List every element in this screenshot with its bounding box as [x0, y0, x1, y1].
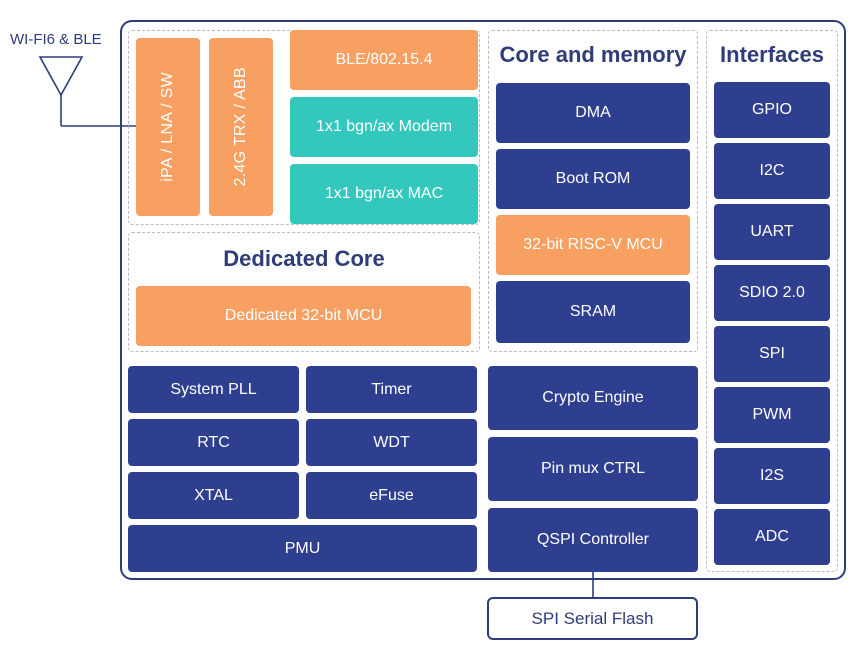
crypto-engine-block: Crypto Engine — [488, 366, 698, 430]
uart-block: UART — [714, 204, 830, 260]
front-end-block: iPA / LNA / SW — [136, 38, 200, 216]
timer-block: Timer — [306, 366, 477, 413]
adc-block: ADC — [714, 509, 830, 565]
gpio-block: GPIO — [714, 82, 830, 138]
pin-mux-block: Pin mux CTRL — [488, 437, 698, 501]
mac-block: 1x1 bgn/ax MAC — [290, 164, 478, 224]
trx-block: 2.4G TRX / ABB — [209, 38, 273, 216]
system-pll-block: System PLL — [128, 366, 299, 413]
modem-block: 1x1 bgn/ax Modem — [290, 97, 478, 157]
antenna-icon — [38, 56, 84, 97]
interfaces-region — [706, 30, 838, 572]
dma-block: DMA — [496, 83, 690, 143]
front-end-label: iPA / LNA / SW — [159, 72, 176, 182]
dedicated-mcu-block: Dedicated 32-bit MCU — [136, 286, 471, 346]
spi-block: SPI — [714, 326, 830, 382]
xtal-block: XTAL — [128, 472, 299, 519]
i2c-block: I2C — [714, 143, 830, 199]
rtc-block: RTC — [128, 419, 299, 466]
interfaces-title: Interfaces — [720, 42, 824, 67]
core-memory-title: Core and memory — [499, 42, 687, 67]
core-memory-region — [488, 30, 698, 352]
trx-label: 2.4G TRX / ABB — [232, 67, 249, 187]
boot-rom-block: Boot ROM — [496, 149, 690, 209]
sdio-block: SDIO 2.0 — [714, 265, 830, 321]
efuse-block: eFuse — [306, 472, 477, 519]
pwm-block: PWM — [714, 387, 830, 443]
i2s-block: I2S — [714, 448, 830, 504]
antenna-label: WI-FI6 & BLE — [10, 31, 102, 48]
dedicated-core-title: Dedicated Core — [223, 246, 385, 271]
risc-v-mcu-block: 32-bit RISC-V MCU — [496, 215, 690, 275]
spi-flash-block: SPI Serial Flash — [487, 597, 698, 640]
dedicated-core-region — [128, 232, 480, 352]
ble-block: BLE/802.15.4 — [290, 30, 478, 90]
qspi-controller-block: QSPI Controller — [488, 508, 698, 572]
wdt-block: WDT — [306, 419, 477, 466]
pmu-block: PMU — [128, 525, 477, 572]
sram-block: SRAM — [496, 281, 690, 343]
